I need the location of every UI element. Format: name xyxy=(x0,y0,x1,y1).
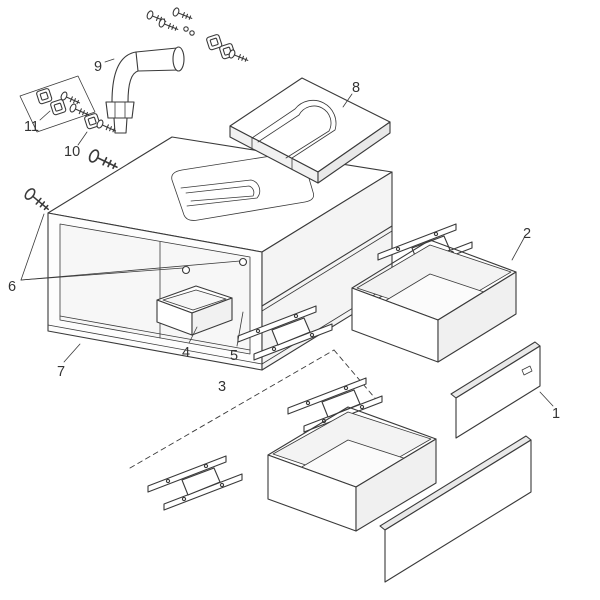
fitting-hole xyxy=(181,265,191,275)
drawer-rail-assembly xyxy=(147,455,243,511)
basin-recess-outline xyxy=(171,152,315,221)
part-label-5: 5 xyxy=(230,348,238,364)
part-label-9: 9 xyxy=(94,59,102,75)
part-label-4: 4 xyxy=(182,345,190,361)
interior-tray xyxy=(156,285,233,336)
part-label-11: 11 xyxy=(24,119,39,135)
guide-lines-item-3 xyxy=(129,349,381,469)
part-label-7: 7 xyxy=(57,364,65,380)
fixing-pin-item-6 xyxy=(22,186,53,215)
drawer-box-upper xyxy=(351,239,517,363)
drawer-front-panel-small xyxy=(450,341,541,439)
part-labels: 1 2 3 4 5 6 7 8 9 10 11 xyxy=(8,59,560,422)
drawing-root: 1 2 3 4 5 6 7 8 9 10 11 xyxy=(8,6,560,583)
part-label-10: 10 xyxy=(64,144,80,160)
screw-set-top xyxy=(145,6,250,65)
siphon-trap xyxy=(105,46,185,134)
fitting-hole xyxy=(238,257,248,267)
leader-lines xyxy=(20,58,554,407)
part-label-8: 8 xyxy=(352,80,360,96)
part-label-2: 2 xyxy=(523,226,531,242)
drawer-box-lower xyxy=(267,406,437,532)
mounting-plates-item-11 xyxy=(19,75,96,133)
vanity-cabinet-body xyxy=(47,136,393,371)
part-label-1: 1 xyxy=(552,406,560,422)
countertop-basin-plate xyxy=(229,77,391,184)
drawer-front-panel-large xyxy=(379,435,532,583)
part-label-3: 3 xyxy=(218,379,226,395)
part-label-6: 6 xyxy=(8,279,16,295)
